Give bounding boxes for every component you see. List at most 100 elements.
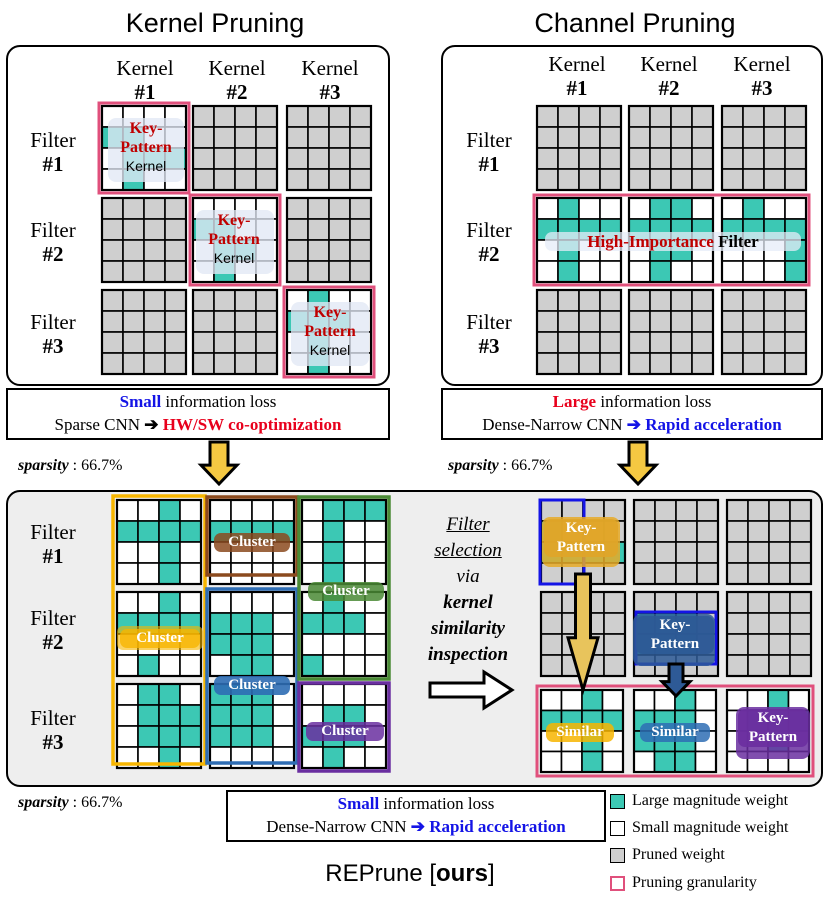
weight-cell <box>158 725 181 748</box>
weight-cell <box>670 289 693 312</box>
weight-cell <box>649 289 672 312</box>
rp-kernel-1-3 <box>300 498 388 586</box>
cp-kernel-1-header: Kernel#1 <box>548 52 606 100</box>
weight-cell <box>158 541 181 564</box>
weight-cell <box>322 746 345 769</box>
kernel-border <box>208 498 296 586</box>
cp-kernel-1-1 <box>535 104 623 192</box>
weight-cell <box>328 126 351 149</box>
weight-cell <box>343 541 366 564</box>
weight-cell <box>540 750 563 773</box>
weight-cell <box>694 750 717 773</box>
weight-cell <box>251 591 274 614</box>
weight-cell <box>234 126 257 149</box>
weight-cell <box>633 562 656 585</box>
weight-cell <box>116 562 139 585</box>
weight-cell <box>742 289 765 312</box>
rp-sparsity: sparsity : 66.7% <box>18 794 123 811</box>
weight-cell <box>101 331 124 354</box>
weight-cell <box>122 352 145 375</box>
legend-granularity: Pruning granularity <box>610 874 757 892</box>
weight-cell <box>213 331 236 354</box>
weight-cell <box>101 197 124 220</box>
kernel-pruning-info: Small information loss Sparse CNN ➔ HW/S… <box>6 388 390 440</box>
weight-cell <box>742 352 765 375</box>
weight-cell <box>675 591 698 614</box>
weight-cell <box>230 704 253 727</box>
weight-cell <box>158 704 181 727</box>
rp-filter-1-label: Filter#1 <box>30 520 76 568</box>
weight-cell <box>691 260 714 283</box>
kernel-border <box>285 196 373 284</box>
weight-cell <box>234 105 257 128</box>
weight-cell <box>143 289 166 312</box>
weight-cell <box>721 197 744 220</box>
weight-cell <box>721 331 744 354</box>
weight-cell <box>137 704 160 727</box>
weight-cell <box>675 520 698 543</box>
cluster-tag-steel: Cluster <box>214 676 290 695</box>
cluster-box-orange <box>111 494 207 766</box>
weight-cell <box>251 499 274 522</box>
weight-cell <box>557 260 580 283</box>
weight-cell <box>179 541 202 564</box>
weight-cell <box>601 689 624 712</box>
weight-cell <box>599 147 622 170</box>
weight-cell <box>251 725 274 748</box>
weight-cell <box>286 168 309 191</box>
weight-cell <box>726 633 749 656</box>
cp-filter-3-label: Filter#3 <box>466 310 512 358</box>
weight-cell <box>628 105 651 128</box>
weight-cell <box>322 654 345 677</box>
weight-cell <box>213 126 236 149</box>
weight-cell <box>784 260 807 283</box>
weight-cell <box>747 562 770 585</box>
weight-cell <box>301 499 324 522</box>
weight-cell <box>649 197 672 220</box>
weight-cell <box>255 352 278 375</box>
weight-cell <box>286 147 309 170</box>
weight-cell <box>213 352 236 375</box>
weight-cell <box>213 147 236 170</box>
weight-cell <box>599 105 622 128</box>
weight-cell <box>116 683 139 706</box>
weight-cell <box>557 126 580 149</box>
weight-cell <box>137 591 160 614</box>
weight-cell <box>784 197 807 220</box>
weight-cell <box>654 562 677 585</box>
right-arrow <box>428 669 515 711</box>
weight-cell <box>364 612 387 635</box>
weight-cell <box>654 591 677 614</box>
kernel-3-header: Kernel#3 <box>301 56 359 104</box>
weight-cell <box>286 197 309 220</box>
weight-cell <box>789 612 812 635</box>
kp-kernel-1-2 <box>191 104 279 192</box>
weight-cell <box>601 750 624 773</box>
weight-cell <box>343 683 366 706</box>
weight-cell <box>322 612 345 635</box>
weight-cell <box>649 168 672 191</box>
weight-cell <box>101 352 124 375</box>
kp-sparsity: sparsity : 66.7% <box>18 457 123 474</box>
weight-cell <box>179 520 202 543</box>
weight-cell <box>742 260 765 283</box>
weight-cell <box>272 704 295 727</box>
weight-cell <box>343 746 366 769</box>
weight-cell <box>536 352 559 375</box>
weight-cell <box>301 633 324 656</box>
weight-cell <box>747 654 770 677</box>
cp-filter-1-label: Filter#1 <box>466 128 512 176</box>
weight-cell <box>230 725 253 748</box>
granularity-box <box>282 285 376 379</box>
weight-cell <box>557 197 580 220</box>
cluster-box-steel <box>205 587 299 765</box>
weight-cell <box>557 331 580 354</box>
cluster-box-brown <box>205 495 299 577</box>
weight-cell <box>628 197 651 220</box>
similar-tag-2: Similar <box>640 723 710 742</box>
weight-cell <box>301 683 324 706</box>
large-weight-swatch <box>610 793 625 809</box>
weight-cell <box>301 612 324 635</box>
weight-cell <box>322 541 345 564</box>
weight-cell <box>628 331 651 354</box>
